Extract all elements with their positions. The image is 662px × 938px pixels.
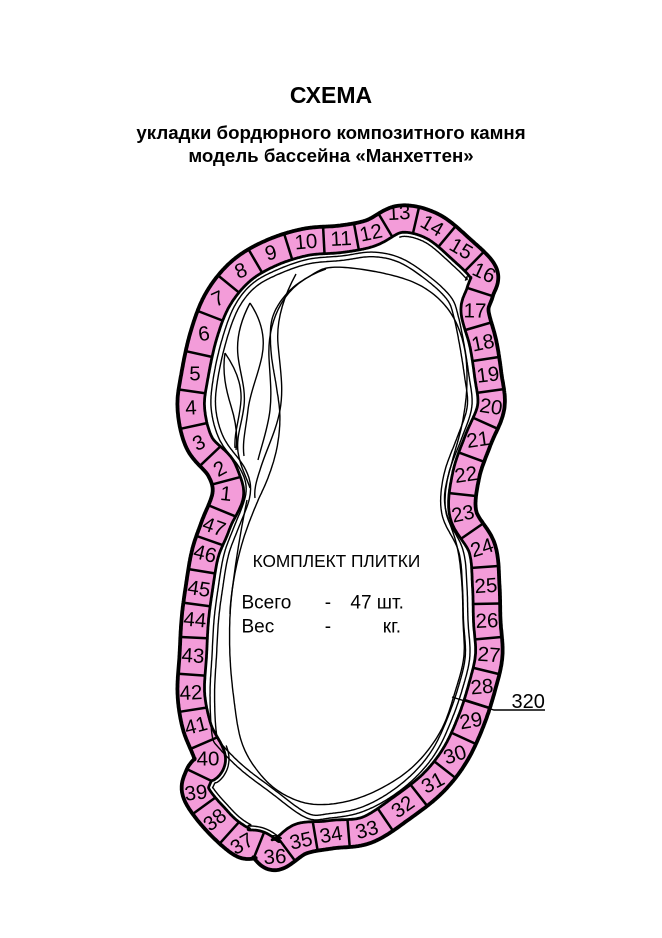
svg-text:40: 40: [197, 748, 220, 771]
svg-text:39: 39: [183, 780, 208, 805]
svg-text:1: 1: [219, 482, 233, 506]
svg-text:320: 320: [512, 691, 545, 713]
svg-text:21: 21: [465, 427, 491, 453]
svg-text:кг.: кг.: [383, 616, 401, 637]
svg-text:13: 13: [387, 201, 411, 225]
svg-text:17: 17: [463, 299, 486, 322]
svg-text:42: 42: [179, 681, 203, 705]
svg-text:-: -: [325, 616, 331, 637]
svg-text:20: 20: [478, 394, 504, 420]
svg-text:12: 12: [357, 219, 384, 246]
svg-text:6: 6: [197, 322, 211, 346]
svg-text:КОМПЛЕКТ ПЛИТКИ: КОМПЛЕКТ ПЛИТКИ: [253, 551, 421, 571]
svg-text:41: 41: [182, 712, 210, 740]
svg-text:10: 10: [294, 230, 319, 255]
svg-text:35: 35: [287, 827, 314, 854]
svg-text:36: 36: [263, 845, 287, 869]
svg-text:Всего: Всего: [242, 593, 292, 614]
svg-text:11: 11: [330, 227, 352, 251]
svg-text:26: 26: [475, 609, 499, 633]
svg-text:27: 27: [477, 643, 501, 668]
svg-text:43: 43: [181, 644, 205, 668]
svg-text:25: 25: [474, 574, 498, 598]
svg-text:19: 19: [475, 362, 500, 388]
svg-text:Вес: Вес: [242, 616, 275, 637]
svg-text:34: 34: [318, 822, 344, 848]
svg-text:18: 18: [470, 329, 497, 356]
svg-text:-: -: [325, 593, 331, 614]
svg-text:29: 29: [458, 708, 484, 735]
svg-text:47 шт.: 47 шт.: [350, 593, 404, 614]
svg-text:5: 5: [189, 363, 200, 386]
svg-text:45: 45: [186, 576, 212, 602]
svg-text:46: 46: [191, 540, 219, 568]
svg-text:23: 23: [449, 500, 476, 527]
svg-text:4: 4: [185, 396, 198, 420]
svg-text:28: 28: [470, 675, 495, 700]
svg-text:22: 22: [453, 462, 479, 488]
svg-text:44: 44: [183, 608, 208, 633]
